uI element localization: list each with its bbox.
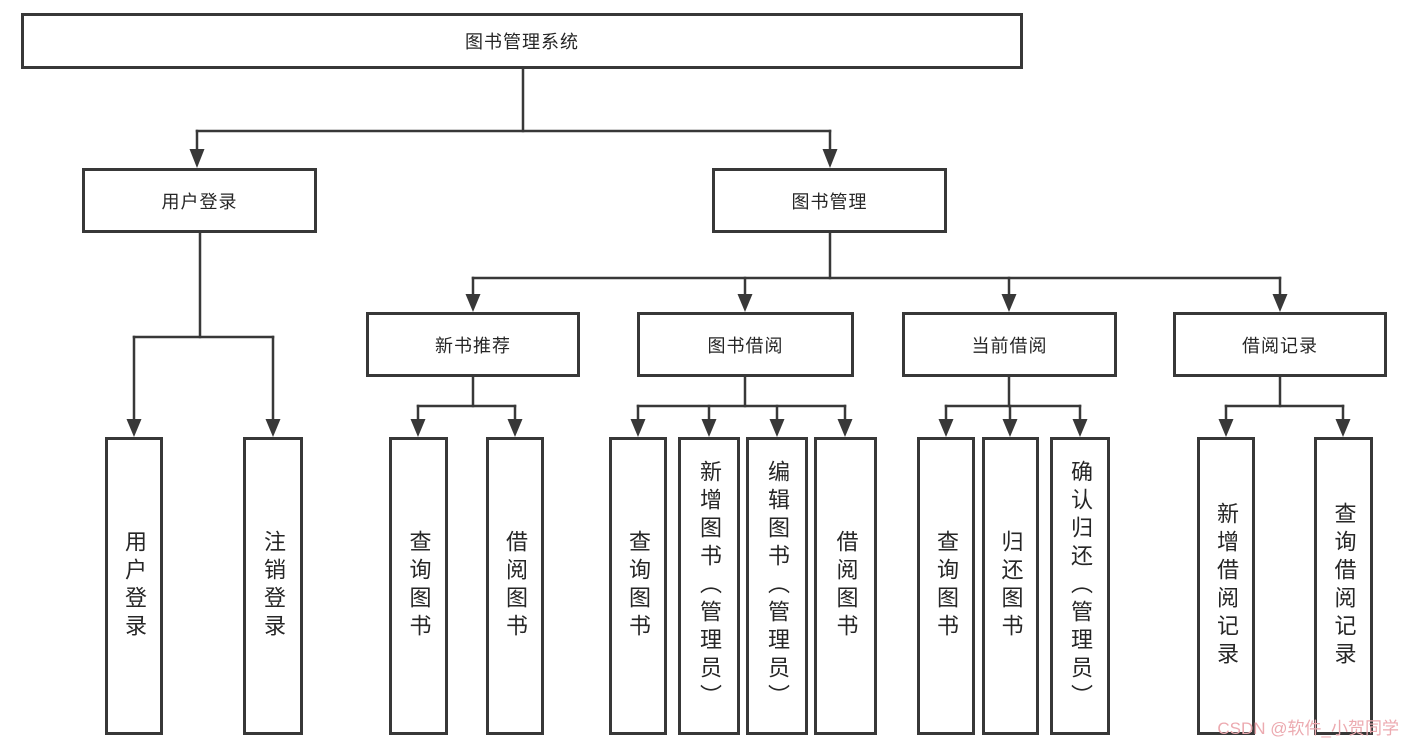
leaf-borrow-books-recommend: 借阅图书 [486,437,544,735]
node-label: 当前借阅 [971,335,1048,356]
leaf-add-books-admin: 新增图书（管理员） [678,437,740,735]
node-root-library-system: 图书管理系统 [21,13,1023,69]
node-label: 借阅图书 [833,530,859,642]
csdn-watermark: CSDN @软件_小贺同学 [1217,719,1399,738]
leaf-add-borrow-record: 新增借阅记录 [1197,437,1255,735]
node-label: 图书管理 [791,191,868,212]
node-label: 新书推荐 [435,335,511,356]
leaf-return-books: 归还图书 [982,437,1039,735]
node-label: 注销登录 [261,530,286,642]
leaf-edit-books-admin: 编辑图书（管理员） [746,437,808,735]
node-borrowing-records: 借阅记录 [1173,312,1387,377]
node-label: 用户登录 [161,191,238,212]
node-new-book-recommend: 新书推荐 [366,312,580,377]
node-label: 图书借阅 [707,335,784,356]
node-book-management: 图书管理 [712,168,947,233]
node-label: 归还图书 [998,530,1024,642]
leaf-confirm-return-admin: 确认归还（管理员） [1050,437,1110,735]
leaf-query-books-recommend: 查询图书 [389,437,448,735]
node-user-login: 用户登录 [82,168,317,233]
leaf-query-books-borrowing: 查询图书 [609,437,667,735]
node-label: 查询借阅记录 [1331,502,1357,670]
node-label: 借阅记录 [1242,335,1318,356]
node-label: 用户登录 [122,530,147,642]
node-label: 编辑图书（管理员） [765,460,790,712]
node-label: 查询图书 [934,530,959,642]
leaf-borrow-books-borrowing: 借阅图书 [814,437,877,735]
node-label: 新增借阅记录 [1214,502,1239,670]
leaf-query-borrow-record: 查询借阅记录 [1314,437,1373,735]
node-label: 确认归还（管理员） [1068,460,1093,712]
leaf-logout: 注销登录 [243,437,303,735]
node-label: 图书管理系统 [465,32,579,52]
node-label: 借阅图书 [503,530,528,642]
node-label: 查询图书 [406,530,432,642]
node-label: 查询图书 [626,530,651,642]
node-book-borrowing: 图书借阅 [637,312,854,377]
node-label: 新增图书（管理员） [697,460,722,712]
leaf-user-login: 用户登录 [105,437,163,735]
node-current-borrowing: 当前借阅 [902,312,1117,377]
leaf-query-books-current: 查询图书 [917,437,975,735]
